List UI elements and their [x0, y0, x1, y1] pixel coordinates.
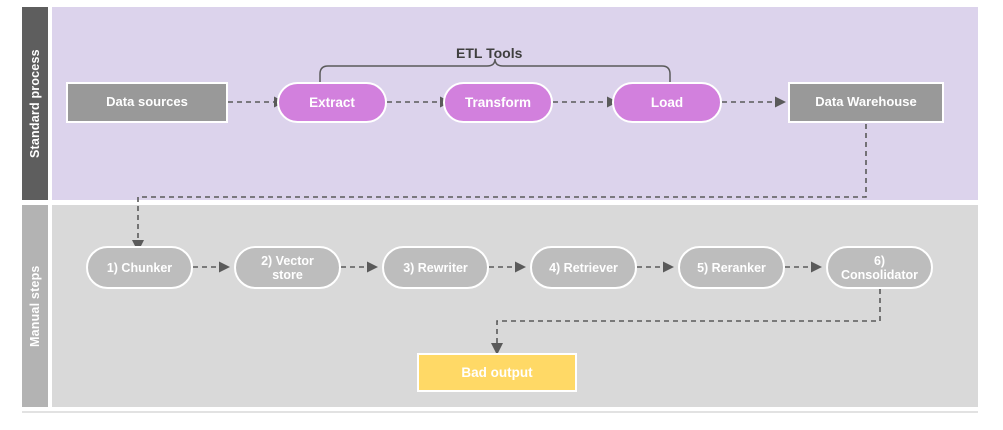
node-load[interactable]: Load	[612, 82, 722, 123]
node-retriever[interactable]: 4) Retriever	[530, 246, 637, 289]
lane-manual-steps-label: Manual steps	[22, 205, 48, 407]
node-data-warehouse[interactable]: Data Warehouse	[788, 82, 944, 123]
node-extract[interactable]: Extract	[277, 82, 387, 123]
node-reranker[interactable]: 5) Reranker	[678, 246, 785, 289]
node-chunker[interactable]: 1) Chunker	[86, 246, 193, 289]
node-vector-store[interactable]: 2) Vector store	[234, 246, 341, 289]
node-rewriter[interactable]: 3) Rewriter	[382, 246, 489, 289]
node-bad-output[interactable]: Bad output	[417, 353, 577, 392]
bottom-divider	[22, 411, 978, 413]
node-consolidator[interactable]: 6) Consolidator	[826, 246, 933, 289]
lane-standard-process-label: Standard process	[22, 7, 48, 200]
etl-tools-label: ETL Tools	[456, 45, 523, 61]
node-transform[interactable]: Transform	[443, 82, 553, 123]
node-data-sources[interactable]: Data sources	[66, 82, 228, 123]
